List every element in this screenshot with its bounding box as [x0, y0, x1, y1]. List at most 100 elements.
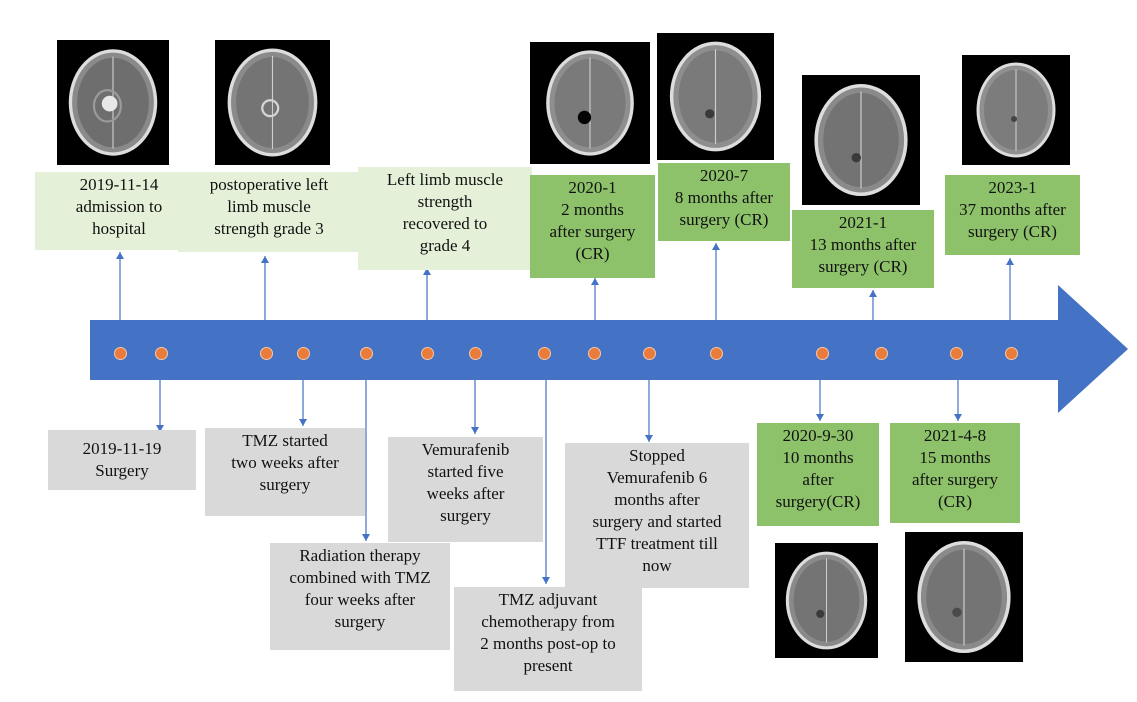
- event-text-line: surgery and started: [592, 512, 722, 531]
- event-text-line: 2023-1: [988, 178, 1037, 197]
- event-text-line: now: [642, 556, 672, 575]
- event-text-line: 2019-11-14: [79, 175, 159, 194]
- event-text-line: 13 months after: [809, 235, 917, 254]
- connector-arrowhead: [261, 256, 269, 263]
- event-text-line: 2 months post-op to: [480, 634, 616, 653]
- timeline-arrow-body: [90, 320, 1060, 380]
- connector-arrowhead: [299, 419, 307, 426]
- event-text-line: admission to: [75, 197, 163, 216]
- timeline-dot: [816, 347, 829, 360]
- event-text-line: surgery (CR): [818, 257, 908, 276]
- connector-arrowhead: [954, 414, 962, 421]
- event-text-line: hospital: [92, 219, 146, 238]
- event-box-2020-9-30: 2020-9-30 10 months after surgery(CR): [757, 423, 879, 526]
- event-text-line: Stopped: [629, 446, 685, 465]
- connector-arrowhead: [1006, 258, 1014, 265]
- timeline-dot: [114, 347, 127, 360]
- event-box-vemurafenib-started: Vemurafenib started five weeks after sur…: [388, 437, 543, 542]
- event-text-line: weeks after: [426, 484, 505, 503]
- timeline-dot: [297, 347, 310, 360]
- connector-arrowhead: [471, 427, 479, 434]
- event-text-line: Surgery: [95, 461, 149, 480]
- event-text-line: months after: [614, 490, 700, 509]
- event-text-line: 8 months after: [674, 188, 774, 207]
- event-text-line: two weeks after: [231, 453, 339, 472]
- mri-scan-image: [657, 33, 774, 160]
- timeline-dot: [588, 347, 601, 360]
- mri-scan-image: [962, 55, 1070, 165]
- event-text-line: started five: [427, 462, 504, 481]
- event-box-tmz-started: TMZ started two weeks after surgery: [205, 428, 365, 516]
- mri-scan-image: [530, 42, 650, 164]
- event-text-line: surgery (CR): [968, 222, 1057, 241]
- event-text-line: 10 months: [782, 448, 854, 467]
- timeline-dot: [421, 347, 434, 360]
- timeline-arrow-head: [1058, 285, 1128, 413]
- event-box-strength-recovered: Left limb muscle strength recovered to g…: [358, 167, 532, 270]
- event-box-stopped-vemurafenib: Stopped Vemurafenib 6 months after surge…: [565, 443, 749, 588]
- connector-arrowhead: [645, 435, 653, 442]
- event-text-line: 15 months: [919, 448, 991, 467]
- timeline-dot: [1005, 347, 1018, 360]
- event-text-line: Vemurafenib 6: [606, 468, 708, 487]
- event-text-line: strength grade 3: [214, 219, 324, 238]
- event-text-line: 2019-11-19: [82, 439, 162, 458]
- event-box-2023-1: 2023-1 37 months after surgery (CR): [945, 175, 1080, 255]
- event-text-line: surgery: [259, 475, 311, 494]
- event-text-line: (CR): [938, 492, 972, 511]
- timeline-dot: [710, 347, 723, 360]
- event-box-tmz-adjuvant: TMZ adjuvant chemotherapy from 2 months …: [454, 587, 642, 691]
- event-box-postoperative-strength: postoperative left limb muscle strength …: [178, 172, 360, 252]
- event-text-line: 2020-9-30: [782, 426, 854, 445]
- event-box-surgery: 2019-11-19 Surgery: [48, 430, 196, 490]
- event-text-line: postoperative left: [209, 175, 329, 194]
- connector-arrowhead: [116, 252, 124, 259]
- event-text-line: surgery (CR): [679, 210, 769, 229]
- event-text-line: 2 months: [561, 200, 624, 219]
- event-text-line: strength: [417, 192, 473, 211]
- event-text-line: after surgery: [911, 470, 999, 489]
- event-text-line: (CR): [575, 244, 610, 263]
- event-text-line: 2020-1: [568, 178, 617, 197]
- connector-arrowhead: [869, 290, 877, 297]
- timeline-dot: [950, 347, 963, 360]
- connector-arrowhead: [591, 278, 599, 285]
- timeline-dot: [469, 347, 482, 360]
- event-box-2020-7: 2020-7 8 months after surgery (CR): [658, 163, 790, 241]
- event-text-line: TMZ started: [242, 431, 328, 450]
- event-box-2021-1: 2021-1 13 months after surgery (CR): [792, 210, 934, 288]
- mri-scan-image: [802, 75, 920, 205]
- event-text-line: surgery: [334, 612, 386, 631]
- connector-arrowhead: [712, 243, 720, 250]
- event-text-line: TMZ adjuvant: [498, 590, 598, 609]
- event-text-line: combined with TMZ: [289, 568, 431, 587]
- mri-scan-image: [57, 40, 169, 165]
- event-text-line: four weeks after: [304, 590, 416, 609]
- mri-scan-image: [215, 40, 330, 165]
- event-text-line: grade 4: [419, 236, 471, 255]
- event-text-line: 2021-1: [838, 213, 888, 232]
- event-text-line: Vemurafenib: [421, 440, 510, 459]
- event-text-line: limb muscle: [227, 197, 311, 216]
- event-text-line: surgery: [440, 506, 491, 525]
- event-box-radiation-therapy: Radiation therapy combined with TMZ four…: [270, 543, 450, 650]
- mri-scan-image: [905, 532, 1023, 662]
- event-box-2020-1: 2020-1 2 months after surgery (CR): [530, 175, 655, 278]
- event-text-line: 2020-7: [699, 166, 749, 185]
- event-text-line: recovered to: [402, 214, 488, 233]
- event-text-line: Radiation therapy: [299, 546, 421, 565]
- event-text-line: after surgery: [549, 222, 636, 241]
- event-text-line: surgery(CR): [775, 492, 861, 511]
- event-text-line: present: [523, 656, 573, 675]
- timeline-dot: [260, 347, 273, 360]
- timeline-dot: [875, 347, 888, 360]
- event-box-admission: 2019-11-14 admission to hospital: [35, 172, 203, 250]
- timeline-dot: [538, 347, 551, 360]
- event-text-line: Left limb muscle: [386, 170, 504, 189]
- event-text-line: after: [802, 470, 834, 489]
- event-text-line: 37 months after: [959, 200, 1066, 219]
- event-text-line: 2021-4-8: [923, 426, 987, 445]
- timeline-dot: [643, 347, 656, 360]
- event-text-line: TTF treatment till: [596, 534, 718, 553]
- timeline-dot: [155, 347, 168, 360]
